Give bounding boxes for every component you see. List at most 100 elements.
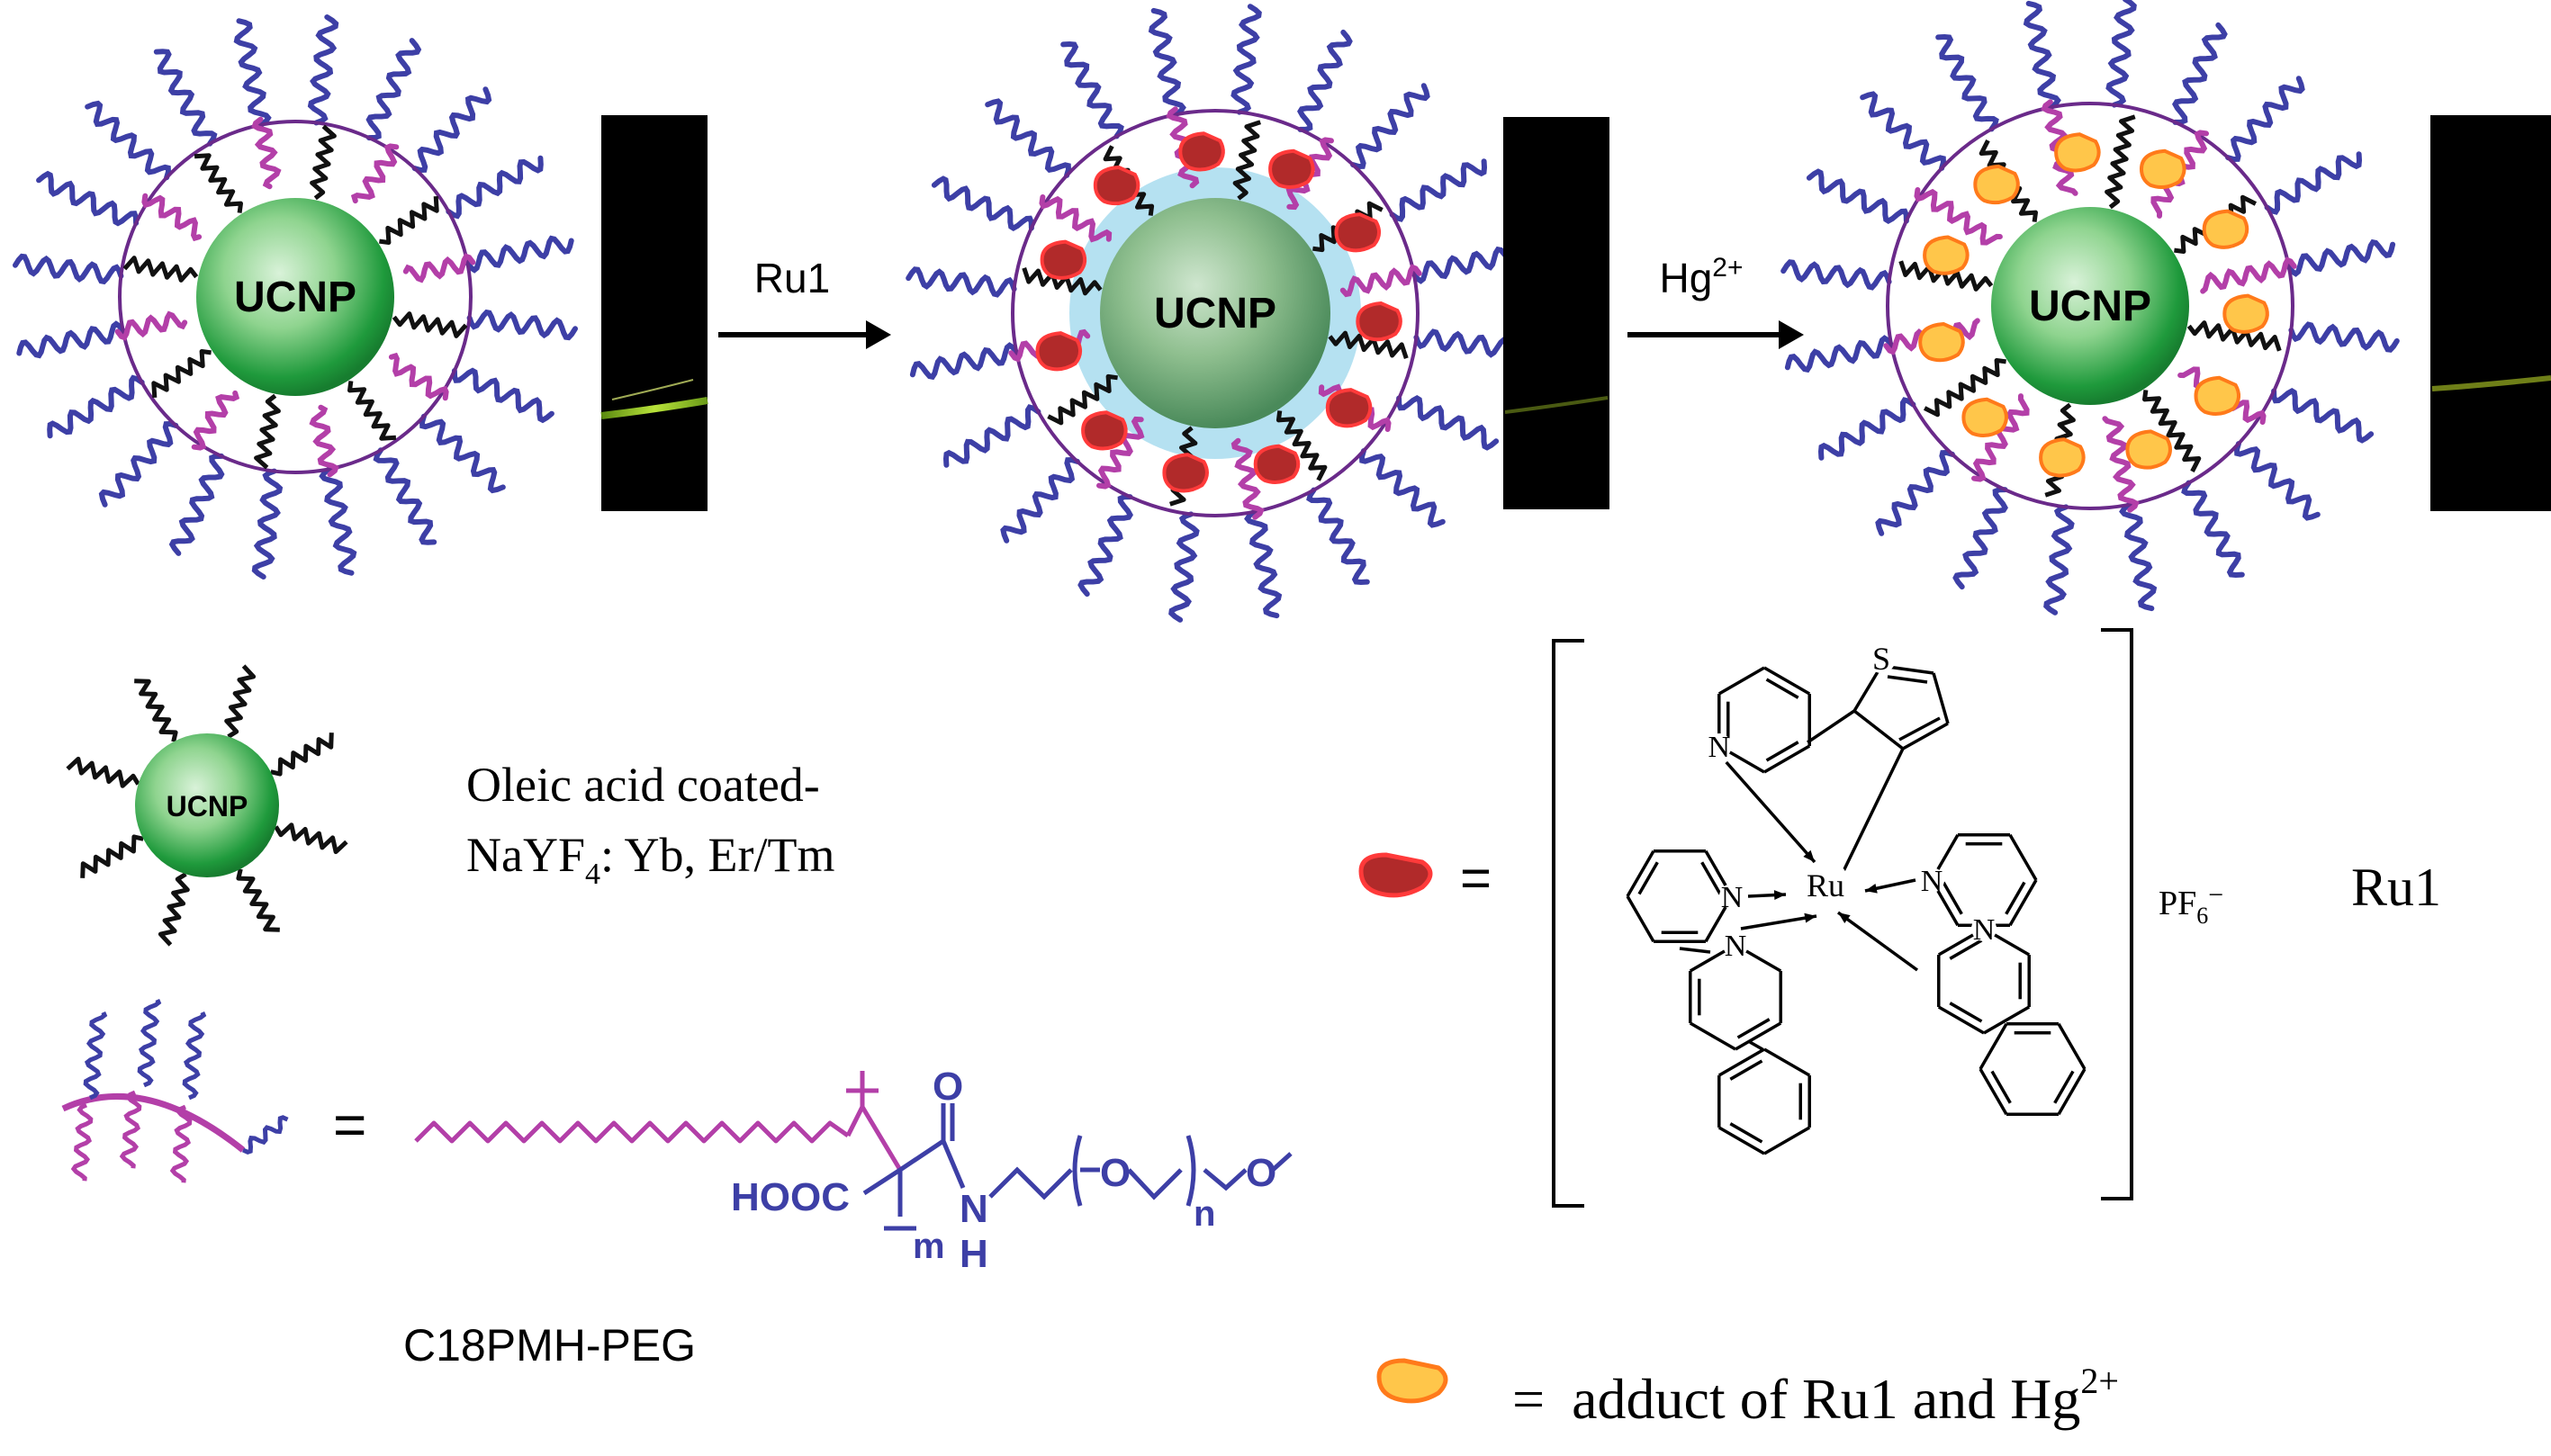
- oleic-chain: [347, 381, 397, 441]
- polymer-backbone: [61, 1092, 246, 1153]
- adduct-molecule: [2039, 437, 2086, 478]
- peg-chain: [1000, 456, 1080, 544]
- oleic-chain: [2186, 320, 2282, 352]
- alkyl-chain: [2102, 416, 2140, 513]
- alkyl-chain: [1914, 187, 2003, 246]
- bond: [1763, 1126, 1811, 1155]
- peg-chain: [13, 253, 124, 285]
- alkyl-chain: [350, 143, 400, 204]
- peg-chain: [98, 420, 179, 508]
- alkyl-chain: [1096, 416, 1145, 490]
- bond: [1717, 1126, 1765, 1155]
- peg-chain: [985, 98, 1072, 178]
- ru1-molecule: [1253, 444, 1301, 484]
- double-bond: [1765, 741, 1799, 762]
- peg-chain: [319, 466, 357, 576]
- peg-chain: [233, 18, 272, 128]
- ucnp-particle-hg-adduct: UCNP: [1780, 0, 2400, 616]
- bond: [1626, 895, 1655, 943]
- peg-chain: [1244, 508, 1283, 619]
- polymer-structure: HOOC O m N H O n O: [414, 1065, 1293, 1276]
- ucnp-core: [196, 198, 394, 396]
- bond: [2008, 833, 2038, 881]
- bond: [1689, 1021, 1736, 1051]
- bond: [1898, 716, 1941, 741]
- alkyl-chain: [1230, 437, 1265, 520]
- coordination-arrow: [1865, 883, 1878, 894]
- peg-chain: [906, 266, 1017, 298]
- ru1-molecule: [1040, 239, 1087, 280]
- ucnp-particle-ru1: UCNP: [906, 4, 1525, 623]
- peg-chain: [1396, 395, 1500, 451]
- atom-ru-bg: [1802, 860, 1849, 907]
- peg-chain: [83, 1011, 108, 1101]
- peg-chain: [2105, 0, 2137, 108]
- peg-chain: [1358, 448, 1446, 528]
- bond: [1902, 722, 1949, 750]
- double-bond: [1700, 861, 1722, 895]
- alkyl-chain: [309, 404, 339, 478]
- alkyl-chain: [169, 1104, 193, 1183]
- peg-chain: [47, 374, 145, 439]
- alkyl-chain: [70, 1102, 94, 1182]
- peg-chain: [241, 1115, 289, 1155]
- peg-chain: [1389, 158, 1488, 222]
- oleic-chain: [1276, 410, 1328, 481]
- coordination-arrow: [1838, 912, 1851, 923]
- ru1-molecule: [1162, 453, 1209, 493]
- peg-chain: [451, 367, 554, 424]
- svg-text:n: n: [1194, 1194, 1215, 1234]
- adduct-molecule: [2202, 209, 2249, 249]
- peg-chain: [1350, 83, 1430, 170]
- alkyl-chain: [1339, 264, 1422, 298]
- bond: [1979, 1022, 2008, 1070]
- atom-n: N: [1973, 913, 1996, 947]
- peg-chain: [466, 309, 578, 341]
- ucnp-label: UCNP: [2029, 283, 2151, 330]
- peg-chain: [2172, 22, 2228, 125]
- svg-text:O: O: [933, 1065, 963, 1109]
- bond: [1626, 849, 1655, 897]
- peg-chain: [1077, 494, 1133, 598]
- peg-chain: [2023, 0, 2061, 111]
- adduct-molecule: [1918, 321, 1965, 363]
- polymer-shell: [118, 120, 473, 474]
- ucnp-core: [135, 733, 279, 877]
- bond: [1852, 665, 1883, 712]
- atom-n: N: [1725, 930, 1747, 963]
- svg-text:Oleic acid coated-: Oleic acid coated-: [466, 758, 820, 812]
- peg-chain: [1060, 40, 1124, 139]
- peg-chain: [931, 175, 1034, 231]
- bond: [1852, 709, 1905, 750]
- oleic-chain: [158, 872, 190, 947]
- ucnp-core: [1991, 207, 2189, 405]
- adduct-molecule: [2222, 293, 2269, 334]
- oleic-chain: [310, 124, 337, 201]
- ucnp-label: UCNP: [1154, 290, 1276, 337]
- luminescence-photo-2: [1503, 117, 1609, 509]
- bond: [1979, 1068, 2008, 1116]
- polymer-shell: [1886, 102, 2294, 510]
- oleic-chain: [254, 393, 281, 470]
- bond: [1842, 748, 1905, 872]
- luminescence-photo-3: [2430, 115, 2551, 511]
- adduct-molecule: [1973, 164, 2020, 205]
- svg-text:NaYF4: Yb, Er/Tm: NaYF4: Yb, Er/Tm: [466, 828, 834, 891]
- atom-n-bg: [1971, 916, 1997, 941]
- peg-chain: [1780, 259, 1892, 291]
- ru1-bracket: [1552, 628, 2133, 1208]
- peg-chain: [365, 38, 422, 141]
- oleic-chain: [270, 732, 334, 777]
- double-bond: [1729, 1122, 1763, 1144]
- alkyl-chain: [388, 352, 449, 401]
- adduct-symbol: [1376, 1358, 1448, 1404]
- peg-chain: [2271, 388, 2375, 444]
- bond: [1887, 675, 1928, 684]
- atom-s-bg: [1867, 644, 1896, 673]
- peg-chain: [168, 453, 225, 556]
- adduct-molecule: [2054, 132, 2101, 173]
- peg-chain: [1297, 29, 1353, 132]
- oleic-chain: [379, 195, 439, 245]
